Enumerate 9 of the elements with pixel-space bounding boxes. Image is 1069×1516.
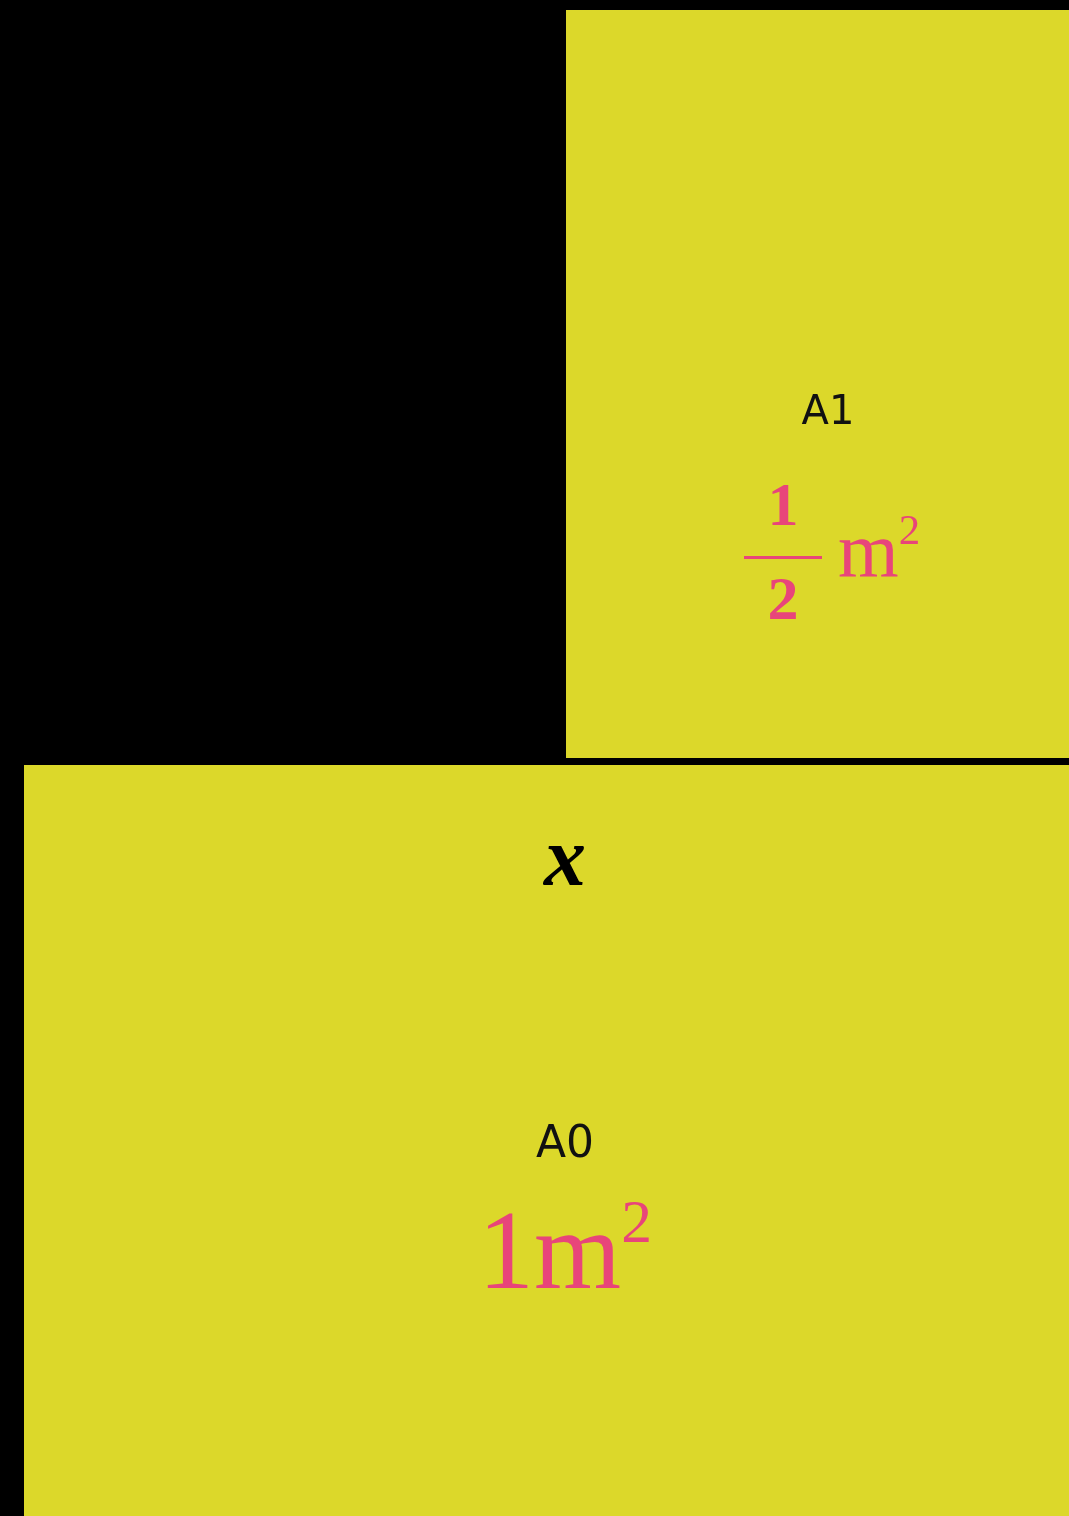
sheet-label: A1	[801, 390, 855, 430]
fraction-numerator: 1	[767, 473, 799, 535]
area-unit: m$^{2}$	[838, 511, 921, 589]
area-label: 1m$^{2}$	[478, 1194, 652, 1306]
fraction-denominator: 2	[767, 567, 799, 629]
sheet-label: A0	[535, 1120, 595, 1164]
side-length-label: x	[544, 815, 586, 899]
paper-sheet	[566, 10, 1069, 758]
paper-sheet	[24, 765, 1069, 1516]
